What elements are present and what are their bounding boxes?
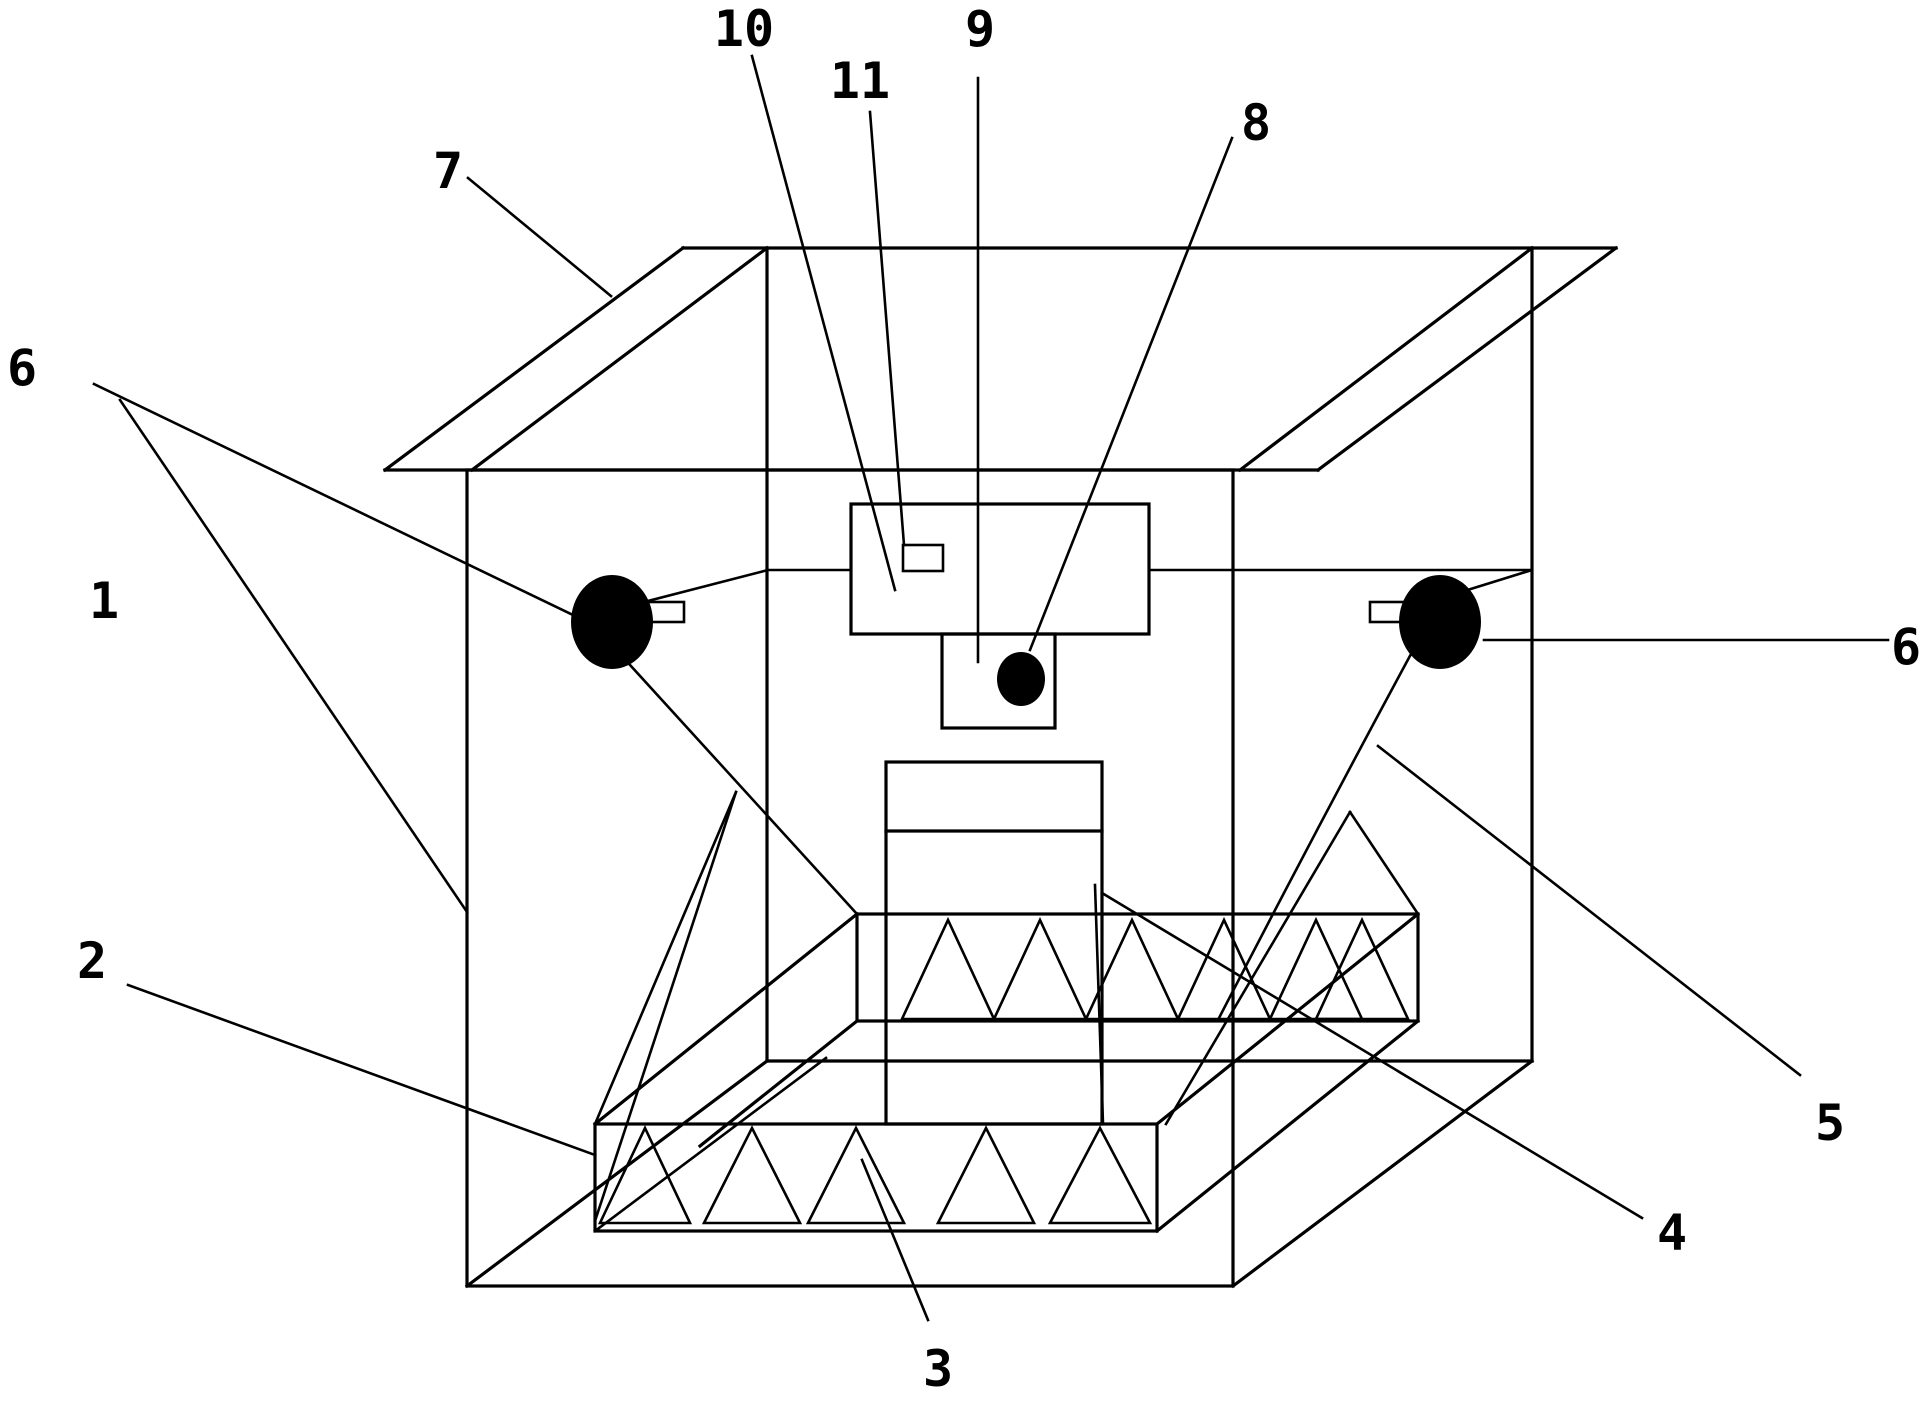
label-6-left: 6 [7, 339, 37, 397]
label-11: 11 [830, 52, 890, 110]
support-bar [638, 568, 1533, 605]
label-3: 3 [923, 1340, 953, 1398]
label-7: 7 [433, 142, 463, 200]
back-tray [592, 911, 1421, 1234]
label-6-right: 6 [1891, 618, 1921, 676]
leader-lines [92, 54, 1890, 1322]
camera-unit [940, 632, 1057, 730]
cabinet-frame [464, 246, 1535, 1289]
label-2: 2 [77, 932, 107, 990]
center-post [884, 760, 1104, 1126]
left-reel [571, 575, 686, 669]
label-5: 5 [1815, 1094, 1845, 1152]
front-tray [593, 1056, 1159, 1233]
label-1: 1 [89, 572, 119, 630]
label-8: 8 [1241, 94, 1271, 152]
control-box [849, 502, 1151, 636]
camera-lens [997, 652, 1045, 706]
label-10: 10 [714, 0, 774, 58]
label-4: 4 [1657, 1204, 1687, 1262]
label-9: 9 [965, 0, 995, 58]
right-reel [1368, 575, 1481, 669]
lifting-cables [593, 652, 1420, 1223]
indicator-light [901, 543, 945, 573]
number-labels: 1 2 3 4 5 6 6 7 8 9 10 11 [7, 0, 1921, 1398]
roof-canopy [382, 245, 1619, 473]
